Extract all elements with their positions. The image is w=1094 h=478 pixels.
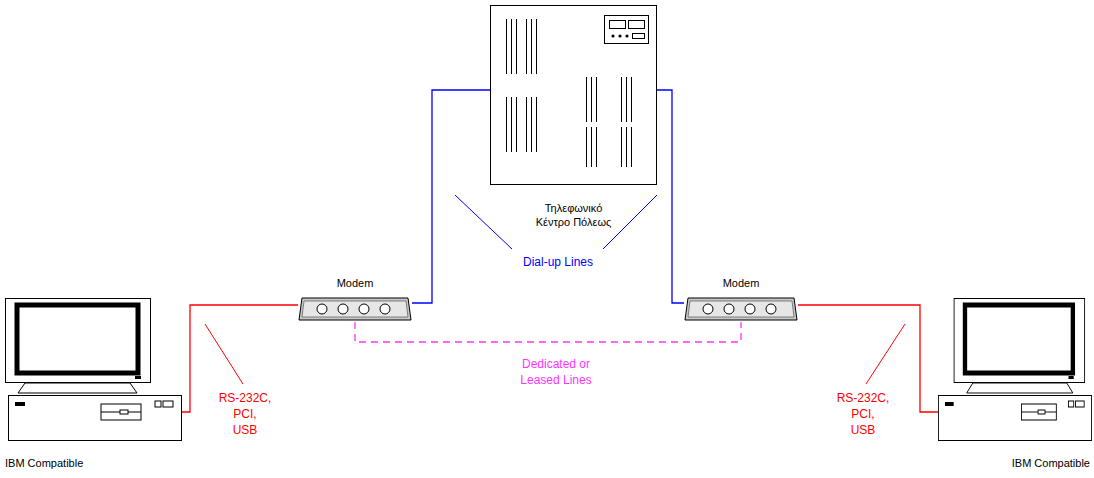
- modem-node: Modem: [298, 274, 412, 322]
- modem-illustration: [298, 296, 412, 322]
- computer-node: IBM Compatible: [938, 298, 1092, 478]
- line-type-label: Dial-up Lines: [516, 254, 600, 270]
- node-label: Modem: [298, 276, 412, 290]
- edge-label: RS-232C, PCI, USB: [834, 390, 892, 439]
- computer-node: IBM Compatible: [5, 298, 182, 478]
- connector-line: [412, 90, 490, 303]
- node-label: IBM Compatible: [5, 456, 83, 470]
- exchange-illustration: [490, 5, 657, 185]
- node-label: Τηλεφωνικό Κέντρο Πόλεως: [526, 201, 621, 230]
- edge-label: Dedicated or Leased Lines: [510, 356, 602, 388]
- node-label: IBM Compatible: [1012, 456, 1090, 470]
- connector-line: [657, 90, 684, 303]
- computer-illustration: [5, 298, 182, 448]
- node-label: Modem: [684, 276, 798, 290]
- exchange-node: Τηλεφωνικό Κέντρο Πόλεως: [490, 5, 657, 241]
- computer-illustration: [938, 298, 1092, 448]
- modem-illustration: [684, 296, 798, 322]
- edge-label: RS-232C, PCI, USB: [216, 390, 274, 439]
- connector-line: [355, 322, 741, 342]
- modem-node: Modem: [684, 274, 798, 322]
